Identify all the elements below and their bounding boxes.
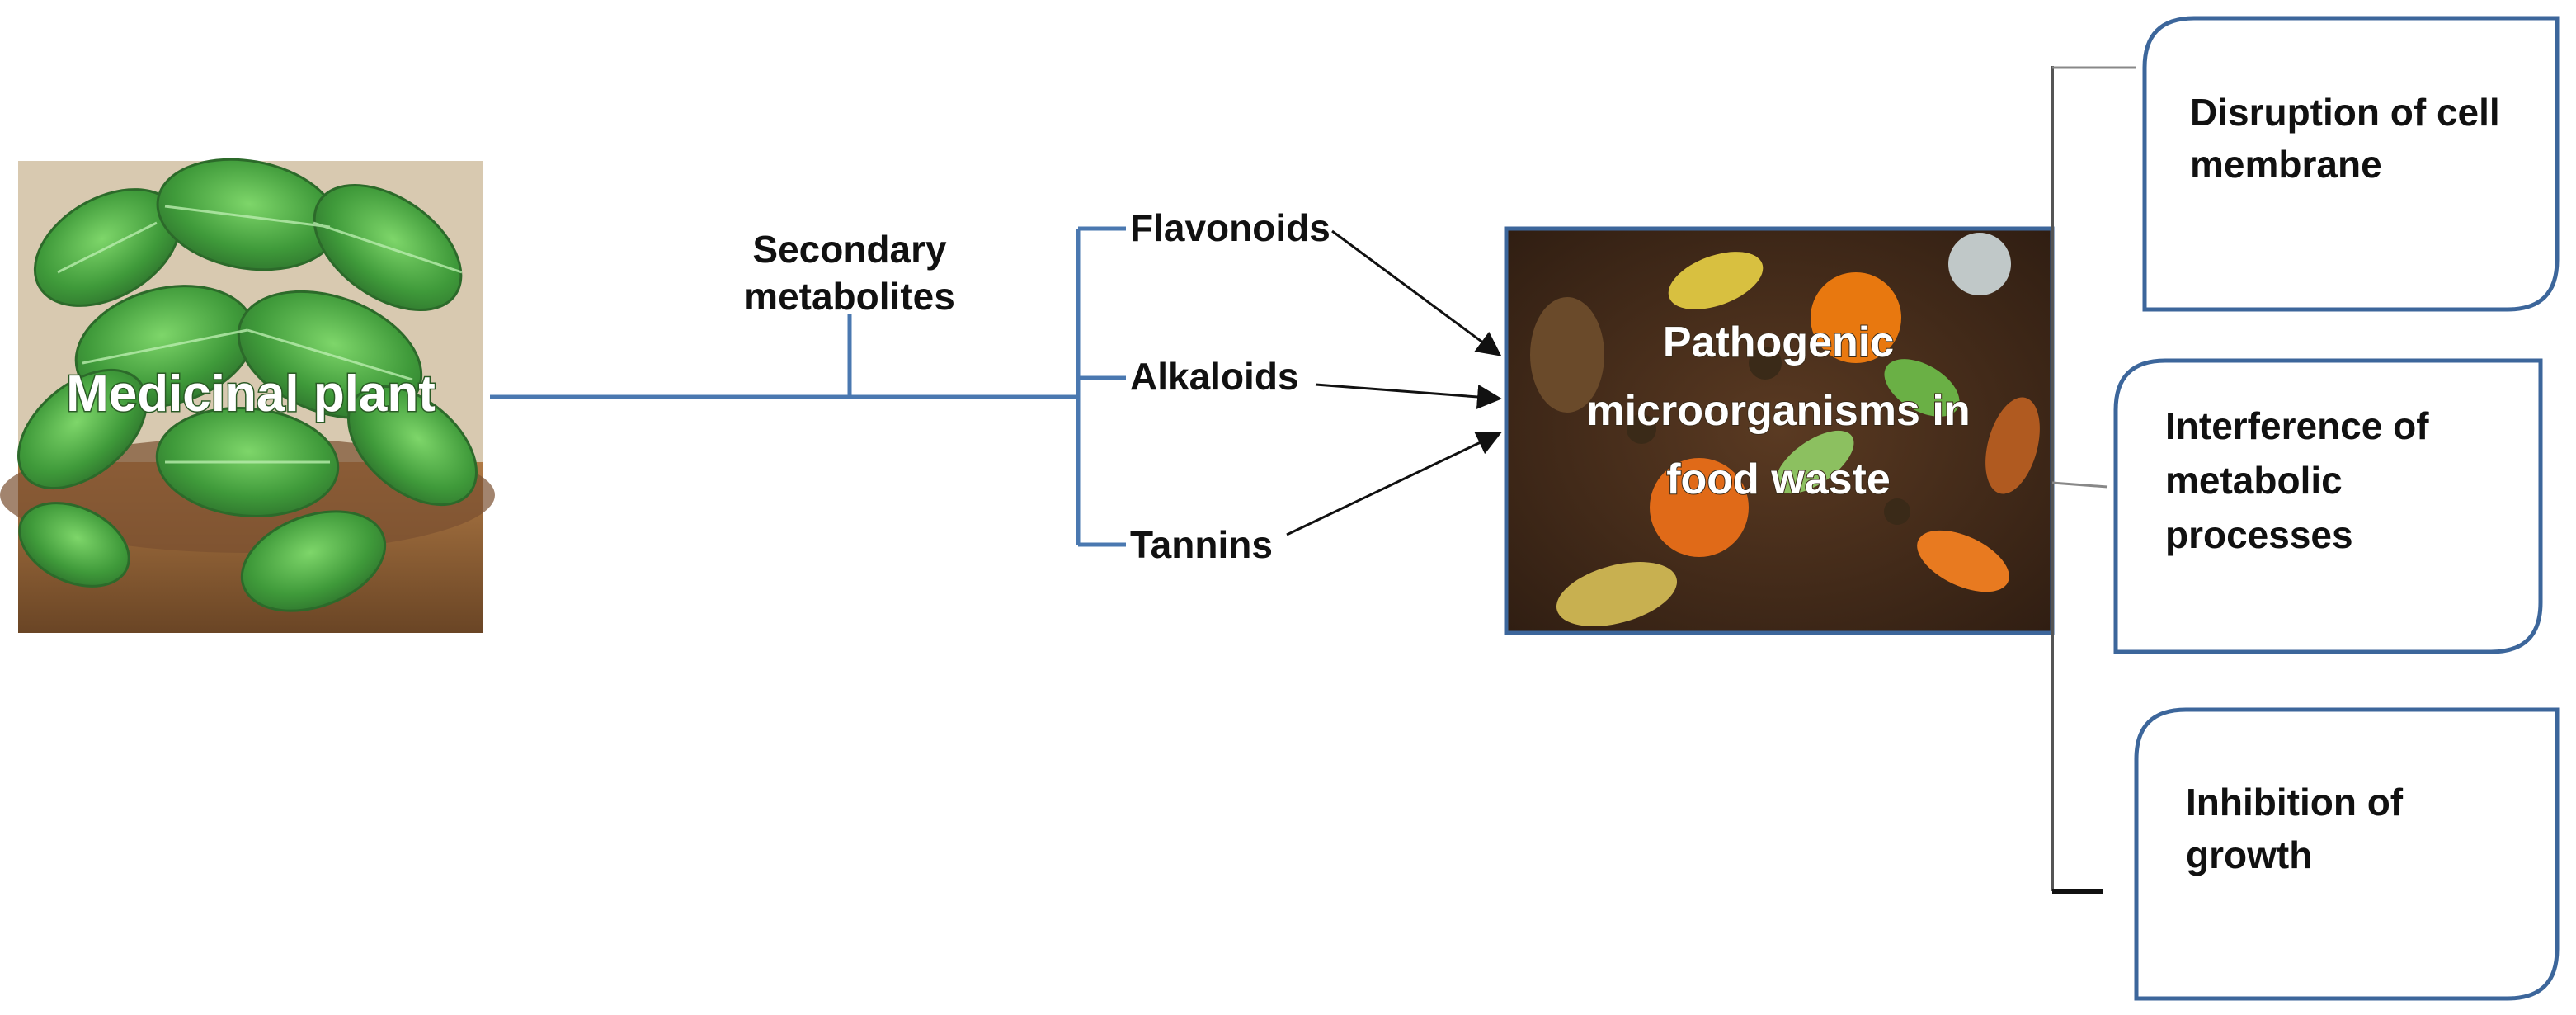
effect-inhibition-line1: Inhibition of xyxy=(2186,781,2404,824)
effect-disruption-line2: membrane xyxy=(2190,143,2382,186)
effect-box-interference: Interference of metabolic processes xyxy=(2113,358,2543,654)
effect-inhibition-line2: growth xyxy=(2186,833,2312,876)
medicinal-plant-image: Medicinal plant xyxy=(0,158,495,633)
metabolite-alkaloids: Alkaloids xyxy=(1130,355,1299,398)
plant-label: Medicinal plant xyxy=(66,366,436,423)
target-label-line2: microorganisms in xyxy=(1586,387,1970,435)
effect-disruption-line1: Disruption of cell xyxy=(2190,91,2500,134)
target-label-line1: Pathogenic xyxy=(1663,319,1894,366)
effect-interference-line2: metabolic xyxy=(2165,459,2343,502)
secondary-metabolites-label-line1: Secondary xyxy=(752,228,947,271)
arrow-tannins xyxy=(1286,432,1502,536)
metabolite-flavonoids: Flavonoids xyxy=(1130,206,1330,249)
secondary-metabolites-label-line2: metabolites xyxy=(744,275,955,318)
arrow-alkaloids xyxy=(1315,383,1502,409)
arrow-flavonoids xyxy=(1331,229,1502,356)
effect-box-inhibition: Inhibition of growth xyxy=(2134,707,2560,1001)
effect-interference-line3: processes xyxy=(2165,513,2353,556)
effect-box-disruption: Disruption of cell membrane xyxy=(2142,16,2560,312)
metabolite-tannins: Tannins xyxy=(1130,523,1273,566)
target-label-line3: food waste xyxy=(1666,456,1891,503)
metabolite-arrows xyxy=(1286,229,1502,536)
secondary-metabolites-connector xyxy=(490,226,1126,547)
effects-connector xyxy=(2051,66,2136,894)
food-waste-image: Pathogenic microorganisms in food waste xyxy=(1504,226,2055,635)
effect-interference-line1: Interference of xyxy=(2165,404,2429,447)
